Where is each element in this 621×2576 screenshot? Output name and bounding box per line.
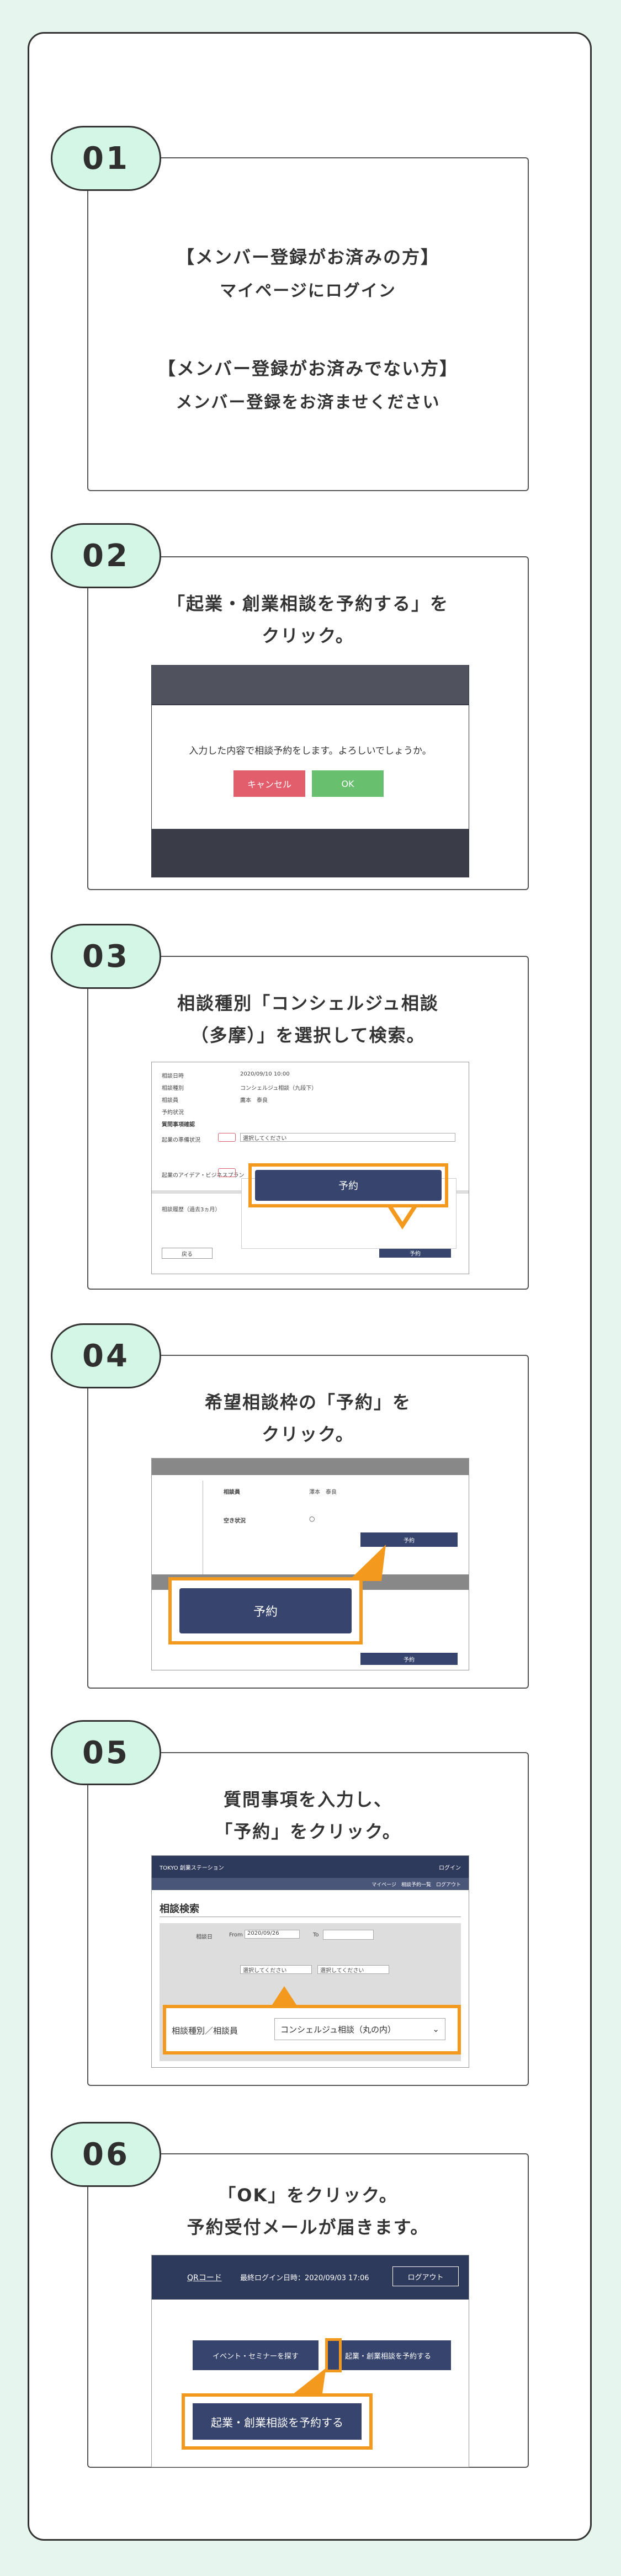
step-card-04: 希望相談枠の「予約」を クリック。 相談員 澤本 泰良 空き状況 ○ 予約 予約… [87,1355,529,1689]
step-01-line-5[interactable]: メンバー登録をお済ませください [176,393,440,412]
step-06-line-1: 「OK」をクリック。 [218,2185,398,2206]
step-card-03: 相談種別「コンシェルジュ相談 （多摩）」を選択して検索。 相談日時 2020/0… [87,956,529,1290]
to-label: To [313,1932,319,1938]
step-03-line-1: 相談種別「コンシェルジュ相談 [177,993,439,1014]
question-form-screenshot: TOKYO 創業ステーション ログイン マイページ 相談予約一覧 ログアウト 相… [151,1855,469,2068]
status-label: 空き状況 [224,1518,246,1524]
step-05-line-2: 「予約」をクリック。 [215,1821,401,1842]
row-label: 予約状況 [162,1110,184,1116]
step-number-05: 05 [51,1720,161,1785]
search-form-screenshot: 相談日時 2020/09/10 10:00 相談種別 コンシェルジュ相談（九段下… [151,1062,469,1274]
row-label: 相談日時 [162,1073,184,1079]
step-card-02: 「起業・創業相談を予約する」を クリック。 入力した内容で相談予約をします。よろ… [87,556,529,890]
type-select[interactable]: 選択してください [240,1965,312,1974]
page-title: 相談検索 [160,1903,199,1915]
step-01-line-4: 【メンバー登録がお済みでない方】 [157,358,458,379]
cancel-button[interactable]: キャンセル [233,770,305,797]
step-number-03: 03 [51,924,161,989]
callout-edge [325,2338,342,2372]
callout-pointer [272,1986,296,2005]
slot-list-screenshot: 相談員 澤本 泰良 空き状況 ○ 予約 予約 予約 [151,1458,469,1670]
highlight-frame: 相談種別／相談員 コンシェルジュ相談（丸の内） ⌄ [163,2005,461,2055]
row-value: 鷹本 泰良 [240,1098,268,1104]
highlight-frame: 起業・創業相談を予約する [182,2393,373,2450]
row-label: 相談員 [162,1098,178,1104]
step-02-line-1: 「起業・創業相談を予約する」を [167,593,449,614]
reserve-button-small[interactable]: 予約 [379,1248,451,1258]
table-header-bar [152,1459,469,1475]
back-button[interactable]: 戻る [162,1248,213,1259]
consult-reserve-button-zoom[interactable]: 起業・創業相談を予約する [193,2403,362,2440]
step-card-05: 質問事項を入力し、 「予約」をクリック。 TOKYO 創業ステーション ログイン… [87,1752,529,2086]
step-number-02: 02 [51,523,161,588]
step-number-01: 01 [51,126,161,191]
step-01-line-2[interactable]: マイページにログイン [220,281,396,301]
reserve-button-small[interactable]: 予約 [360,1532,458,1547]
from-label: From [229,1932,243,1938]
counselor-label: 相談員 [224,1489,240,1495]
mypage-header: QRコード 最終ログイン日時：2020/09/03 17:06 ログアウト [152,2255,469,2300]
highlight-frame: 予約 [168,1577,363,1644]
step-01-line-1: 【メンバー登録がお済みの方】 [176,247,439,268]
callout-pointer [291,2368,342,2396]
confirm-dialog-screenshot: 入力した内容で相談予約をします。よろしいでしょうか。 キャンセル OK [151,665,469,877]
row-label-zoom: 相談種別／相談員 [172,2026,238,2036]
row-value: 2020/09/10 10:00 [240,1071,290,1077]
site-header: TOKYO 創業ステーション ログイン [152,1856,469,1878]
reserve-button-zoom[interactable]: 予約 [179,1588,352,1633]
date-label: 相談日 [196,1934,213,1940]
section-heading: 質問事項確認 [162,1122,195,1128]
step-05-line-1: 質問事項を入力し、 [223,1789,392,1810]
mypage-screenshot: QRコード 最終ログイン日時：2020/09/03 17:06 ログアウト イベ… [151,2255,469,2467]
step-number-04: 04 [51,1323,161,1388]
to-date-input[interactable] [323,1930,374,1940]
reserve-button-small-2[interactable]: 予約 [360,1653,458,1665]
nav-links[interactable]: マイページ 相談予約一覧 ログアウト [371,1882,461,1888]
sub-nav: マイページ 相談予約一覧 ログアウト [152,1878,469,1890]
from-date-input[interactable]: 2020/09/26 [245,1930,300,1939]
chevron-down-icon: ⌄ [432,2024,439,2034]
required-badge [218,1133,236,1142]
row-value: コンシェルジュ相談（九段下） [240,1085,317,1092]
field-label: 起業の準備状況 [162,1137,200,1143]
login-link[interactable]: ログイン [439,1865,461,1871]
step-card-06: 「OK」をクリック。 予約受付メールが届きます。 QRコード 最終ログイン日時：… [87,2153,529,2468]
step-number-06: 06 [51,2122,161,2187]
history-label: 相談履歴（過去3ヵ月） [162,1207,221,1213]
event-search-button[interactable]: イベント・セミナーを探す [193,2340,319,2370]
dialog-overlay-top [152,666,469,704]
last-login: 最終ログイン日時：2020/09/03 17:06 [240,2274,369,2282]
dialog-message: 入力した内容で相談予約をします。よろしいでしょうか。 [189,746,432,757]
logout-button[interactable]: ログアウト [392,2266,459,2286]
highlight-frame: 予約 [248,1163,448,1207]
reserve-button-zoom[interactable]: 予約 [255,1170,442,1201]
step-02-line-2: クリック。 [262,625,354,646]
step-04-line-1: 希望相談枠の「予約」を [204,1392,411,1413]
qr-code-link[interactable]: QRコード [187,2274,222,2282]
consult-reserve-button[interactable]: 起業・創業相談を予約する [325,2340,451,2370]
counselor-name: 澤本 泰良 [309,1489,337,1495]
step-04-line-2: クリック。 [262,1424,354,1445]
ok-button[interactable]: OK [312,770,384,797]
step-card-01: 【メンバー登録がお済みの方】 マイページにログイン 【メンバー登録がお済みでない… [87,157,529,491]
counselor-select-zoom[interactable]: コンシェルジュ相談（丸の内） ⌄ [274,2018,445,2040]
step-03-line-2: （多摩）」を選択して検索。 [190,1025,426,1046]
row-label: 相談種別 [162,1085,184,1092]
field-label: 起業のアイデア・ビジネスプラン [162,1173,245,1179]
select-value: コンシェルジュ相談（丸の内） [280,2024,396,2035]
dialog-panel: 入力した内容で相談予約をします。よろしいでしょうか。 キャンセル OK [152,705,469,829]
status-value: ○ [309,1515,315,1523]
step-06-line-2: 予約受付メールが届きます。 [187,2217,429,2238]
field-select-1[interactable]: 選択してください [240,1133,455,1142]
required-badge [218,1168,236,1177]
counselor-select[interactable]: 選択してください [317,1965,389,1974]
site-logo[interactable]: TOKYO 創業ステーション [160,1865,224,1871]
callout-pointer-inner [393,1207,412,1222]
